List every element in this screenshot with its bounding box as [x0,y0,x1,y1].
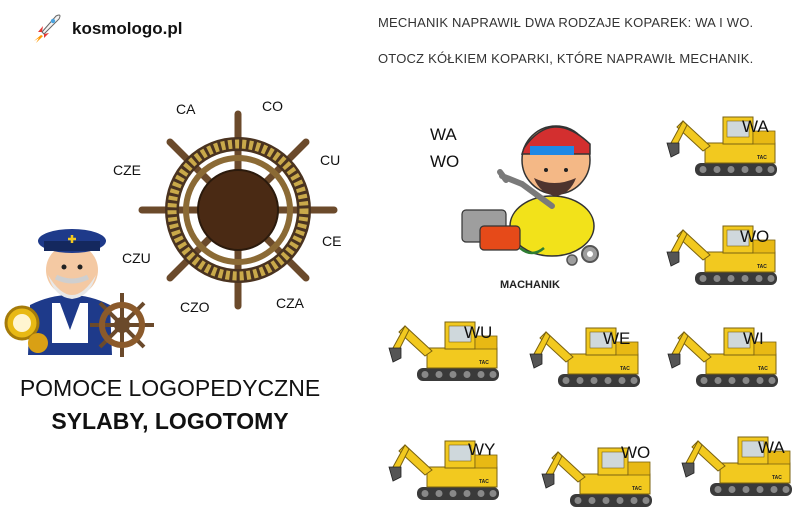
excavator-label: WA [742,117,769,136]
wheel-syllable: CE [322,233,342,249]
instruction-line-2: OTOCZ KÓŁKIEM KOPARKI, KTÓRE NAPRAWIŁ ME… [378,51,754,66]
mechanic-illustration [452,108,612,278]
wheel-syllable: CZE [113,162,141,178]
wheel-syllable: CZA [276,295,304,311]
footer-subtitle: SYLABY, LOGOTOMY [51,408,289,434]
excavator-label: WY [468,440,496,459]
ship-wheel [138,110,338,315]
excavator-label: WO [740,227,770,246]
brand-logo[interactable]: kosmologo.pl [30,8,183,49]
mechanic-syllable: WA [430,125,457,144]
wheel-syllable: CZU [122,250,151,266]
wheel-syllable: CO [262,98,283,114]
captain-illustration [0,195,170,365]
excavator-label: WU [464,323,493,342]
excavator-label: WI [743,329,764,348]
instruction-line-1: MECHANIK NAPRAWIŁ DWA RODZAJE KOPAREK: W… [378,15,754,30]
excavator-label: WA [758,438,785,457]
excavator-label: WO [621,443,651,462]
mechanic-syllable: WO [430,152,460,171]
brand-name: kosmologo.pl [72,18,183,38]
wheel-syllable: CU [320,152,341,168]
footer-title: POMOCE LOGOPEDYCZNE [19,375,321,401]
wheel-syllable: CA [176,101,196,117]
rocket-icon [30,8,66,49]
wheel-syllable: CZO [180,299,210,315]
excavator-label: WE [603,329,631,348]
mechanic-label: MACHANIK [500,279,560,291]
